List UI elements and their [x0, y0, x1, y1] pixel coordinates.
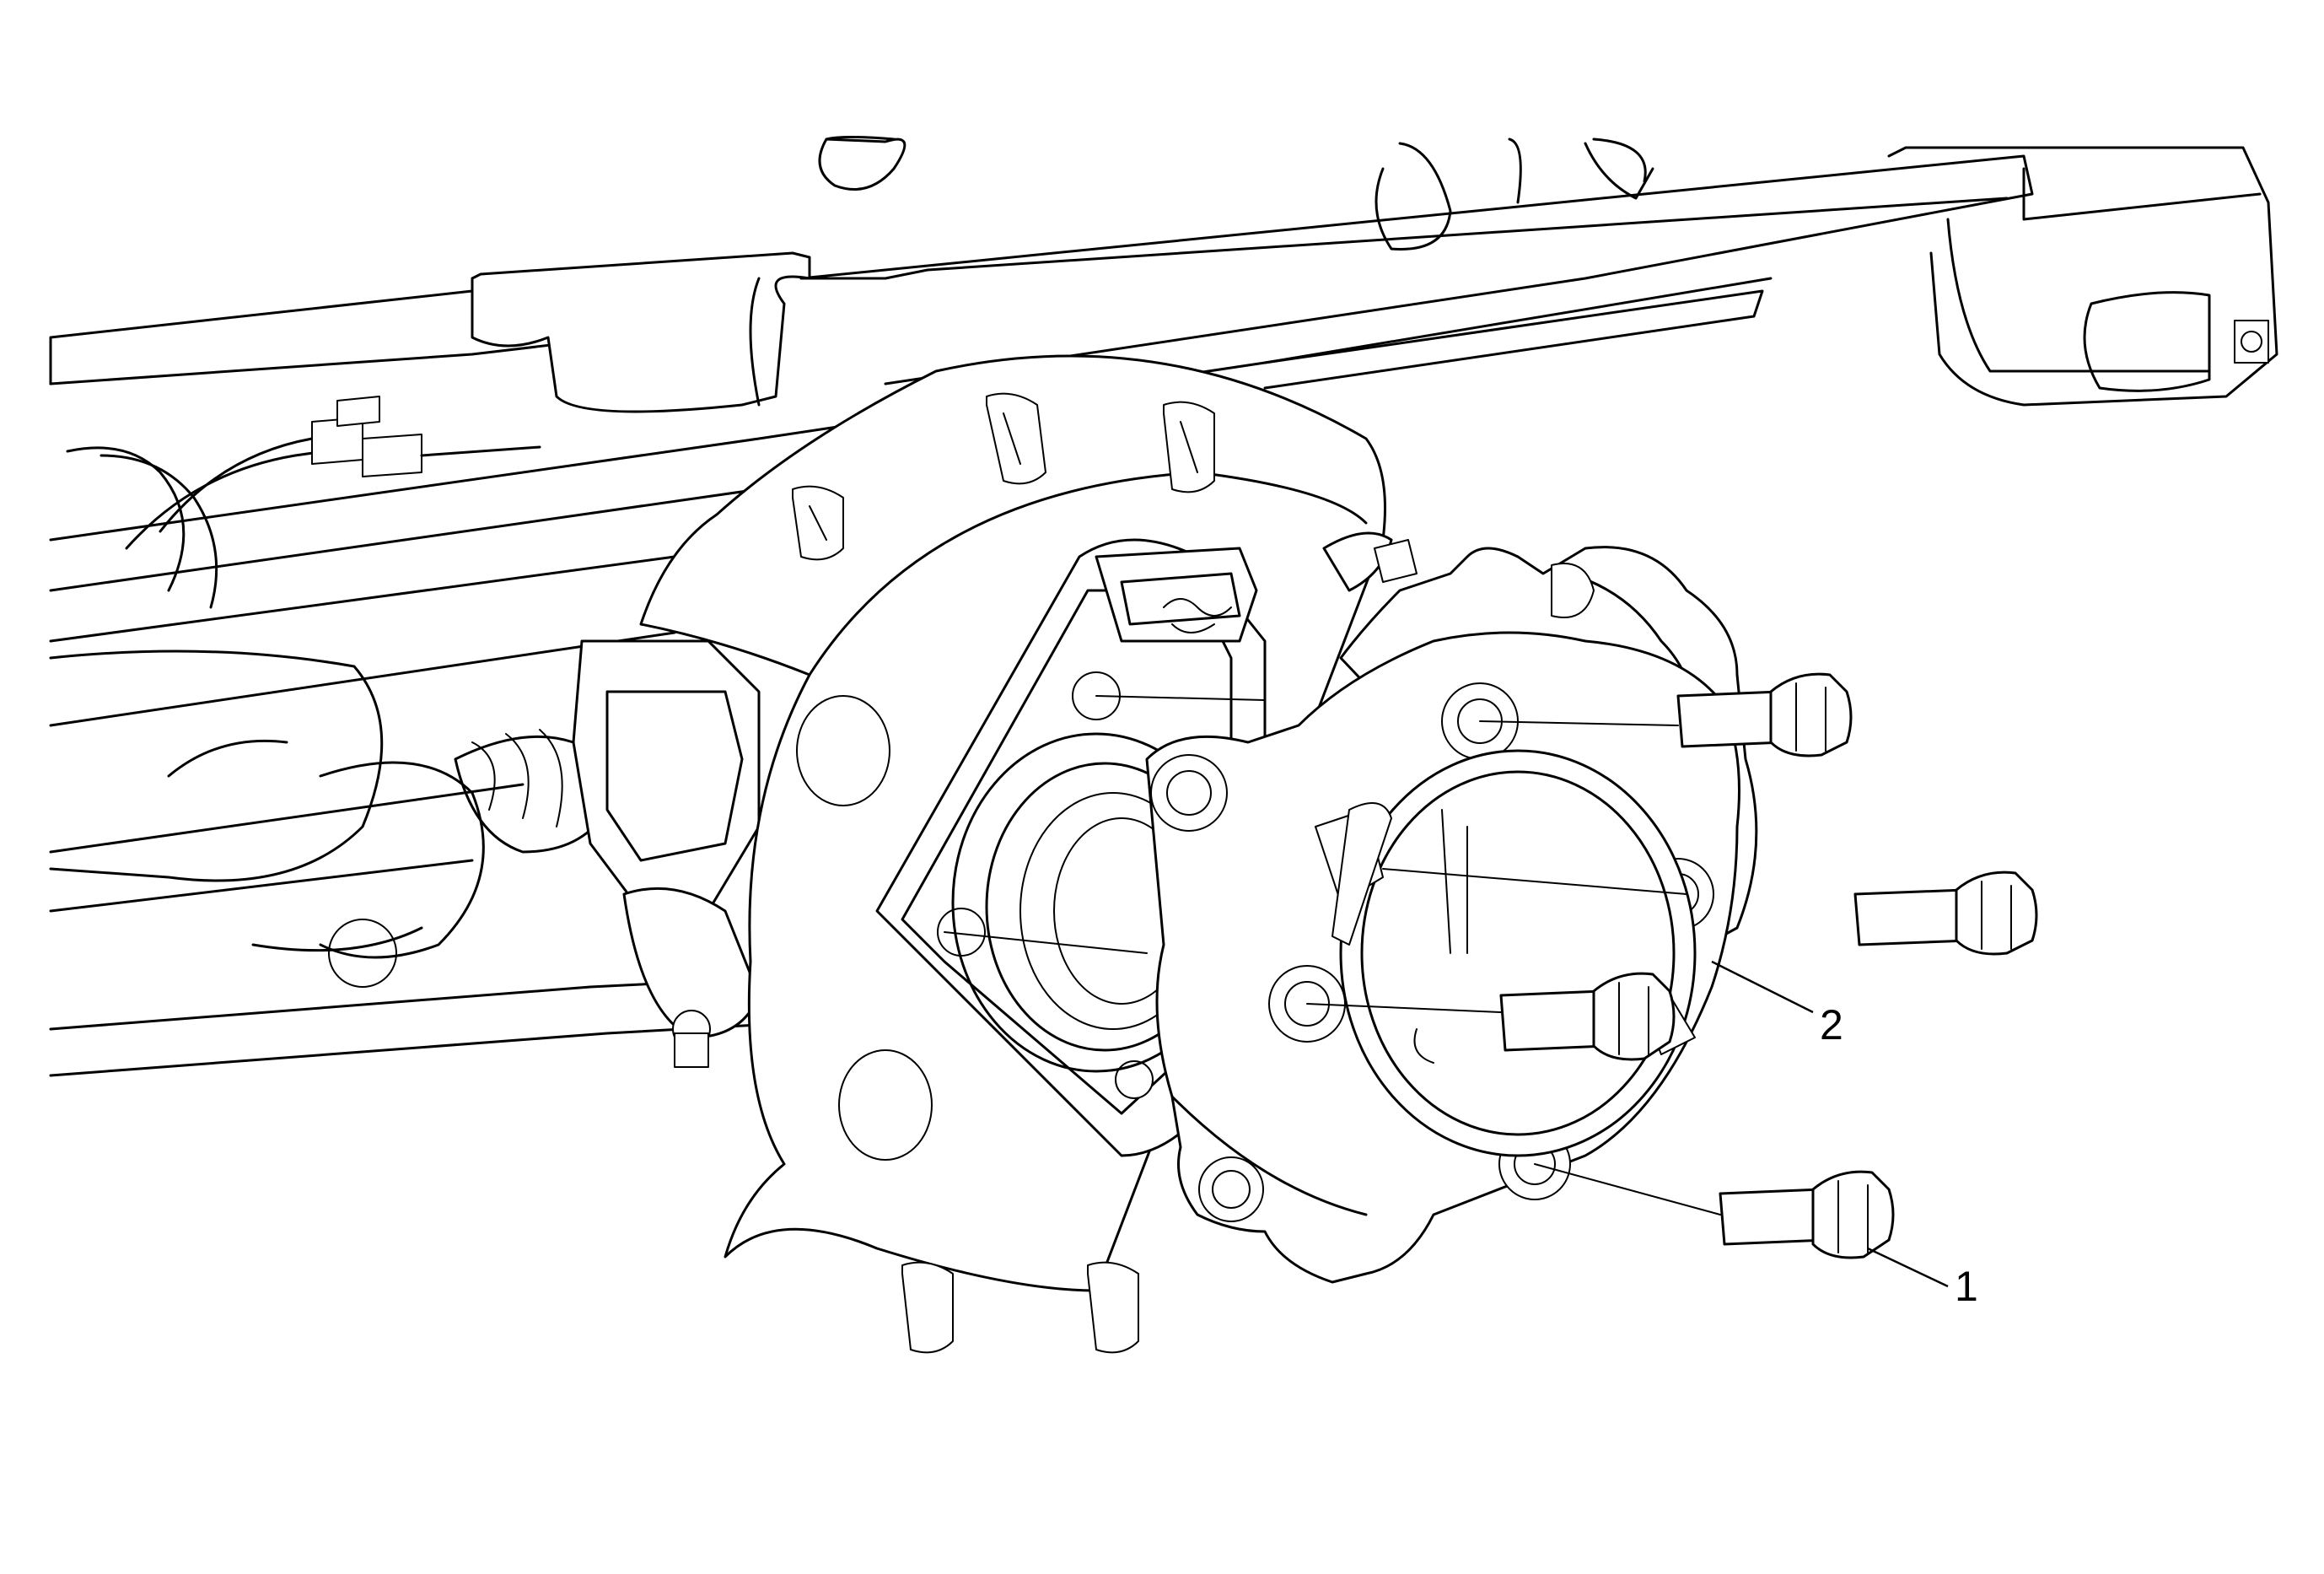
- bolt-middle-right: [1853, 871, 2038, 956]
- leader-1: [1867, 1247, 1949, 1288]
- bolt-upper-right: [1676, 672, 1853, 757]
- callout-label-1: 1: [1955, 1263, 1978, 1310]
- bolt-lower-right: [1719, 1170, 1895, 1259]
- bolt-center: [1499, 972, 1676, 1061]
- callout-leaders: [1711, 960, 1949, 1288]
- chassis-frame: [49, 136, 2278, 1077]
- bolt-alignment-lines: [944, 695, 1721, 1216]
- leader-2: [1711, 960, 1814, 1014]
- callout-label-2: 2: [1820, 1001, 1843, 1048]
